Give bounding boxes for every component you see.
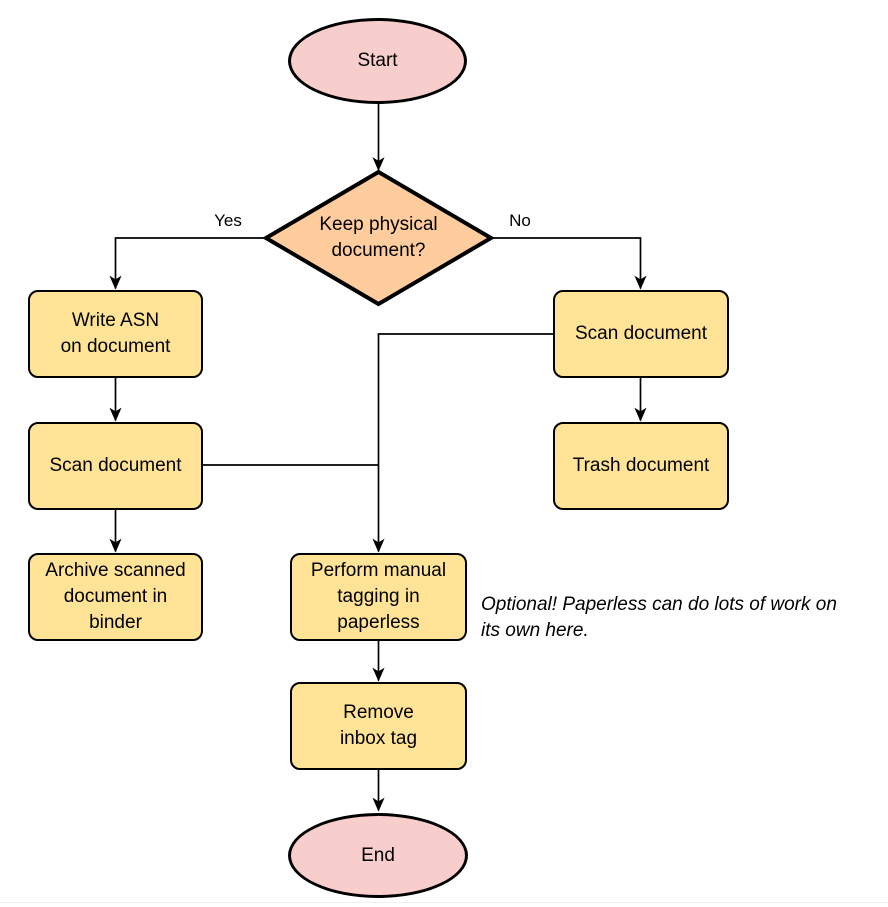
label-line: paperless: [337, 612, 420, 633]
label-line: End: [361, 844, 395, 866]
label-line: Remove: [343, 702, 414, 723]
label-line: Trash document: [572, 455, 710, 476]
node-remove-inbox-label: Remove inbox tag: [340, 700, 417, 752]
note-line: its own here.: [481, 620, 589, 641]
node-trash-document: Trash document: [553, 422, 729, 510]
node-tagging-label: Perform manual tagging in paperless: [311, 558, 446, 636]
edge-label-no: No: [509, 211, 531, 230]
label-line: binder: [89, 612, 142, 633]
edge-scanright-tagging: [372, 333, 553, 553]
decision-label-text: Keep physical document?: [319, 212, 437, 264]
node-remove-inbox-tag: Remove inbox tag: [290, 682, 467, 770]
label-line: document?: [331, 240, 426, 261]
note-optional: Optional! Paperless can do lots of work …: [481, 592, 888, 644]
node-scan-left-label: Scan document: [49, 453, 181, 479]
label-line: Start: [357, 50, 398, 71]
label-line: Scan document: [49, 455, 182, 476]
node-scan-document-right: Scan document: [553, 290, 729, 378]
canvas-bottom-rule: [0, 902, 888, 903]
label-line: document in: [63, 586, 168, 607]
node-end-label: End: [361, 843, 395, 869]
node-archive-label: Archive scanned document in binder: [45, 558, 185, 636]
node-trash-label: Trash document: [573, 453, 710, 479]
node-archive-binder: Archive scanned document in binder: [28, 553, 203, 641]
node-manual-tagging: Perform manual tagging in paperless: [290, 553, 467, 641]
label-line: Scan document: [574, 323, 708, 344]
label-line: on document: [60, 336, 171, 357]
node-scan-document-left: Scan document: [28, 422, 203, 510]
edge-decision-no: [491, 237, 647, 290]
edge-label-yes: Yes: [214, 211, 242, 230]
label-line: Keep physical: [319, 214, 438, 235]
label-line: tagging in: [337, 586, 420, 607]
label-line: Write ASN: [71, 310, 160, 331]
node-write-asn-label: Write ASN on document: [61, 308, 171, 360]
node-end: End: [288, 813, 468, 898]
decision-diamond-shape: [262, 169, 495, 307]
node-scan-right-label: Scan document: [575, 321, 707, 347]
edges-group: [109, 104, 647, 812]
note-line: Optional! Paperless can do lots of work …: [481, 594, 837, 615]
label-line: Perform manual: [310, 560, 447, 581]
label-line: Archive scanned: [45, 560, 186, 581]
node-decision-label: Keep physical document?: [278, 200, 479, 276]
node-start-label: Start: [357, 48, 397, 74]
node-start: Start: [288, 18, 467, 104]
edge-decision-yes: [109, 237, 266, 290]
label-line: inbox tag: [339, 728, 418, 749]
node-write-asn: Write ASN on document: [28, 290, 203, 378]
